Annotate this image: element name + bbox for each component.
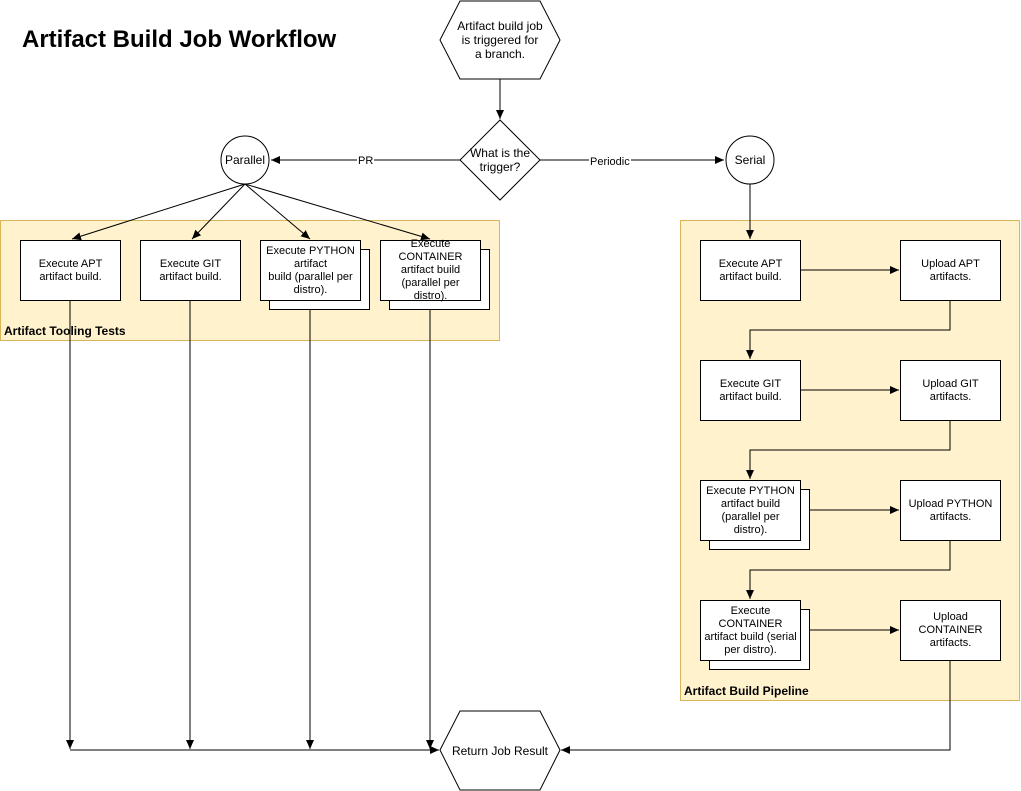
artifact-build-pipeline-label: Artifact Build Pipeline <box>684 684 809 698</box>
artifact-tooling-tests-label: Artifact Tooling Tests <box>4 324 126 338</box>
diagram-title: Artifact Build Job Workflow <box>22 26 337 53</box>
tooling-execute-python-box: Execute PYTHON artifact build (parallel … <box>260 240 361 301</box>
start-hexagon <box>439 0 561 80</box>
pipeline-upload-python-box: Upload PYTHON artifacts. <box>900 480 1001 541</box>
parallel-node-label: Parallel <box>224 153 266 167</box>
tooling-execute-git-box: Execute GIT artifact build. <box>140 240 241 301</box>
decision-node-label: What is the trigger? <box>469 146 531 174</box>
end-node-label: Return Job Result <box>451 743 549 758</box>
pipeline-execute-container-box: Execute CONTAINER artifact build (serial… <box>700 600 801 661</box>
pipeline-execute-python-box: Execute PYTHON artifact build (parallel … <box>700 480 801 541</box>
tooling-execute-apt-box: Execute APT artifact build. <box>20 240 121 301</box>
edge-label-periodic: Periodic <box>589 156 631 168</box>
edge-label-pr: PR <box>357 155 375 167</box>
pipeline-execute-apt-box: Execute APT artifact build. <box>700 240 801 301</box>
serial-node-label: Serial <box>734 153 766 167</box>
end-hexagon <box>439 710 561 791</box>
tooling-execute-container-box: Execute CONTAINER artifact build (parall… <box>380 238 481 302</box>
pipeline-upload-container-box: Upload CONTAINER artifacts. <box>900 600 1001 661</box>
pipeline-execute-git-box: Execute GIT artifact build. <box>700 360 801 421</box>
pipeline-upload-git-box: Upload GIT artifacts. <box>900 360 1001 421</box>
start-node-label: Artifact build job is triggered for a br… <box>457 19 543 61</box>
decision-diamond <box>459 119 541 201</box>
pipeline-upload-apt-box: Upload APT artifacts. <box>900 240 1001 301</box>
